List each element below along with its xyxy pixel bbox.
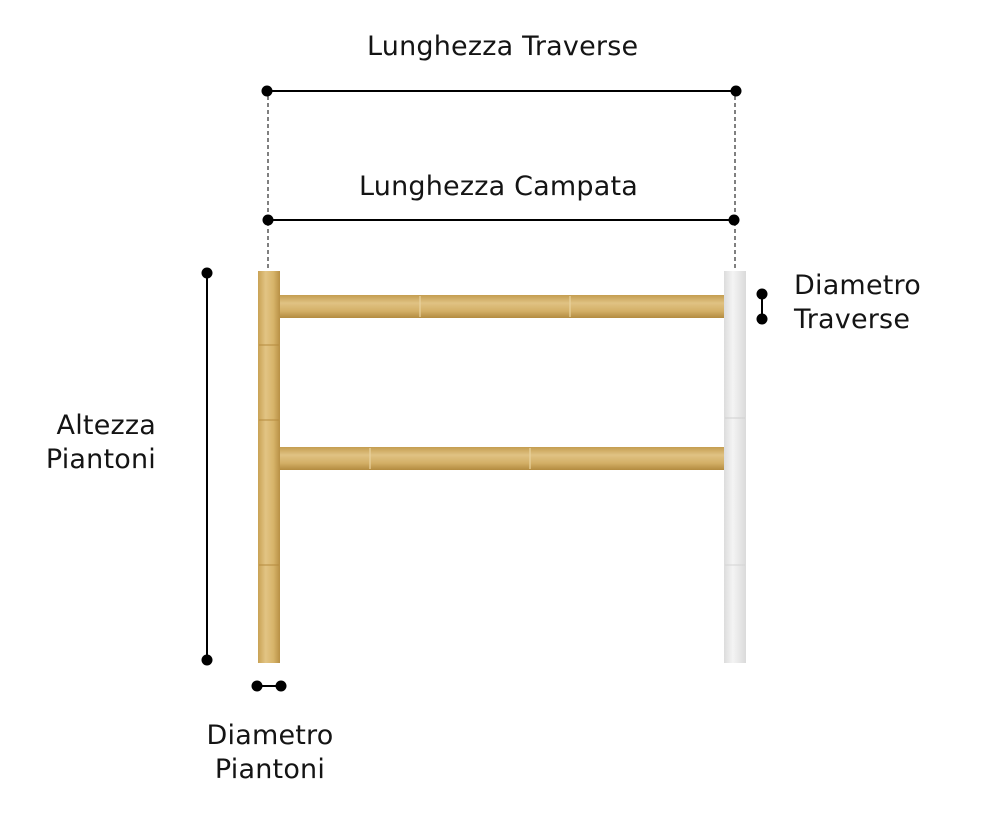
post-diameter-dimension bbox=[251, 680, 287, 692]
dimension-endpoint-icon bbox=[262, 214, 274, 226]
ghost-post-right bbox=[724, 271, 746, 663]
dimension-endpoint-icon bbox=[730, 85, 742, 97]
dimension-endpoint-icon bbox=[728, 214, 740, 226]
rail-diameter-label-line1: Diametro bbox=[794, 270, 921, 301]
top-rail bbox=[278, 295, 724, 318]
rail-diameter-dimension bbox=[756, 288, 768, 325]
rail-diameter-label-line2: Traverse bbox=[794, 304, 911, 335]
post-diameter-label: Diametro Piantoni bbox=[190, 719, 350, 787]
span-length-dimension bbox=[262, 214, 740, 226]
extension-lines bbox=[267, 96, 736, 270]
post-diameter-label-line2: Piantoni bbox=[214, 754, 326, 785]
dimension-endpoint-icon bbox=[261, 85, 273, 97]
dimension-endpoint-icon bbox=[756, 288, 768, 300]
post-height-label-line1: Altezza bbox=[56, 410, 156, 441]
span-length-label: Lunghezza Campata bbox=[359, 171, 639, 202]
dimension-endpoint-icon bbox=[251, 680, 263, 692]
dimension-endpoint-icon bbox=[756, 313, 768, 325]
post-height-dimension bbox=[201, 267, 213, 666]
dimension-endpoint-icon bbox=[201, 267, 213, 279]
post-height-label: Altezza Piantoni bbox=[30, 409, 156, 477]
post-height-label-line2: Piantoni bbox=[45, 444, 156, 475]
dimension-endpoint-icon bbox=[275, 680, 287, 692]
rail-length-label: Lunghezza Traverse bbox=[367, 31, 639, 62]
dimension-endpoint-icon bbox=[201, 654, 213, 666]
rail-diameter-label: Diametro Traverse bbox=[794, 269, 921, 337]
post-diameter-label-line1: Diametro bbox=[206, 720, 334, 751]
bottom-rail bbox=[278, 447, 724, 470]
rail-length-dimension bbox=[261, 85, 742, 97]
wooden-post-left bbox=[258, 271, 280, 663]
